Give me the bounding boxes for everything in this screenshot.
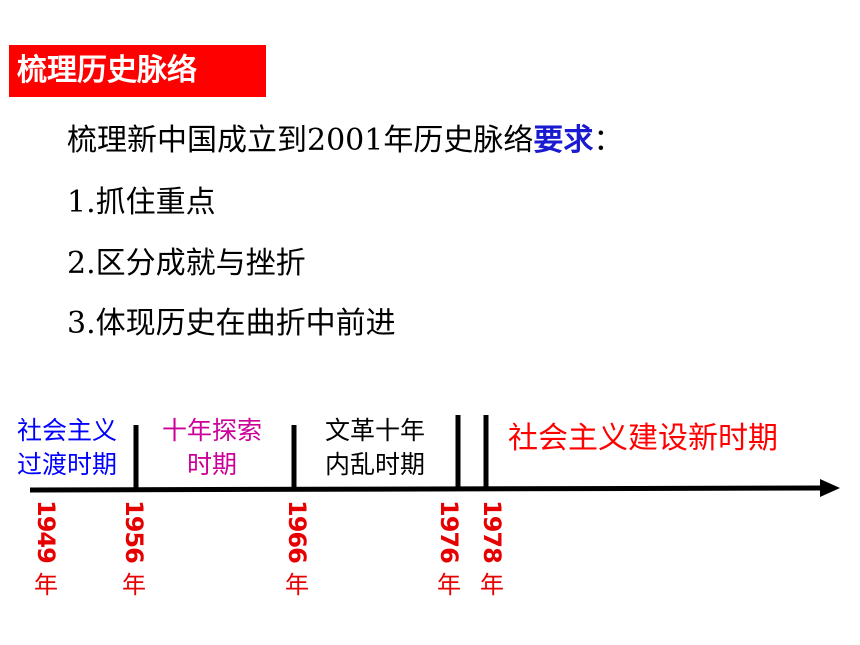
period-transition: 社会主义 过渡时期 [6,414,128,482]
period-exploration-line2: 时期 [186,450,237,479]
requirement-prefix: 梳理新中国成立到2001年历史脉络 [67,123,534,158]
period-new-era: 社会主义建设新时期 [508,422,778,456]
period-cultural-revolution: 文革十年 内乱时期 [310,414,440,482]
period-transition-line1: 社会主义 [16,416,117,445]
period-exploration-line1: 十年探索 [161,416,262,445]
year-1966-suffix: 年 [285,570,309,599]
requirement-line: 梳理新中国成立到2001年历史脉络要求： [67,115,623,159]
timeline-axis [29,485,823,493]
year-1966-digits: 1966 [283,500,311,563]
year-1956: 1956 年 [120,500,148,600]
period-new-era-line1: 社会主义建设新时期 [508,421,778,456]
year-1976-digits: 1976 [435,500,463,563]
year-1949-suffix: 年 [34,570,58,599]
requirement-item-3: 3.体现历史在曲折中前进 [67,306,396,341]
year-1966: 1966 年 [283,500,311,600]
requirement-item-1: 1.抓住重点 [67,185,216,220]
requirement-emphasis: 要求 [533,123,594,158]
year-1956-suffix: 年 [122,570,146,599]
year-1978-suffix: 年 [480,570,504,599]
period-exploration: 十年探索 时期 [150,414,274,482]
period-transition-line2: 过渡时期 [16,450,117,479]
year-1976: 1976 年 [435,500,463,600]
year-1976-suffix: 年 [437,570,461,599]
period-cultural-revolution-line2: 内乱时期 [324,450,425,479]
year-1949-digits: 1949 [32,500,60,563]
year-1978: 1978 年 [478,500,506,600]
slide-title: 梳理历史脉络 [9,45,266,97]
year-1956-digits: 1956 [120,500,148,563]
period-cultural-revolution-line1: 文革十年 [324,416,425,445]
requirement-item-2: 2.区分成就与挫折 [67,246,306,281]
year-1949: 1949 年 [32,500,60,600]
year-1978-digits: 1978 [478,500,506,563]
timeline-arrowhead [820,479,840,497]
requirement-suffix: ： [593,123,624,158]
